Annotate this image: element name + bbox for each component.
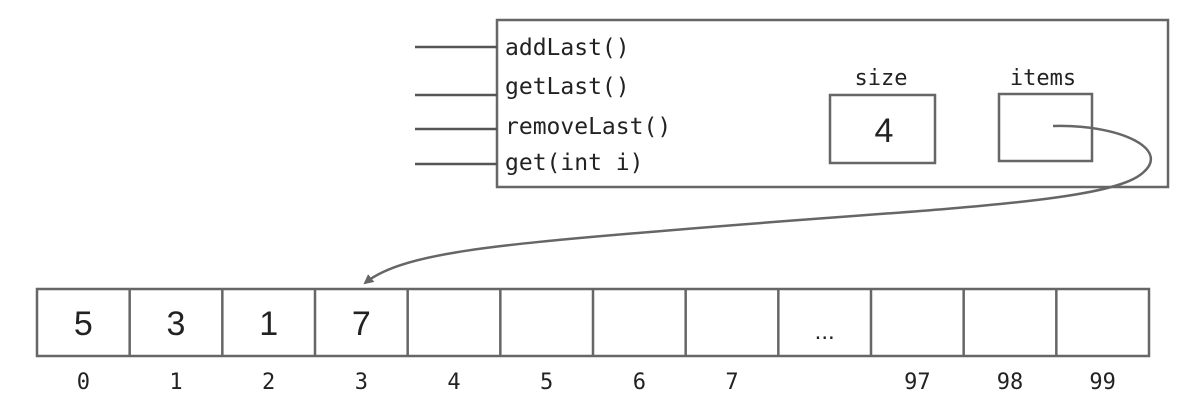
array-index-label: 6 [633, 370, 646, 395]
array: 5 0 3 1 1 2 7 3 4 5 6 7... 97 98 99 [35, 287, 1151, 395]
size-value: 4 [875, 112, 894, 150]
method-getlast: getLast() [505, 74, 630, 100]
size-label: size [855, 66, 908, 91]
array-cell-value: 7 [352, 305, 371, 343]
array-index-label: 5 [540, 370, 553, 395]
items-label: items [1010, 66, 1076, 91]
size-field: size 4 [828, 66, 937, 165]
array-index-label: 7 [725, 370, 738, 395]
array-index-label: 1 [169, 370, 182, 395]
array-index-label: 2 [262, 370, 275, 395]
array-index-label: 3 [355, 370, 368, 395]
method-addlast: addLast() [505, 35, 630, 61]
array-cell-value: ... [815, 318, 835, 345]
array-cell-value: 1 [259, 305, 278, 343]
array-index-label: 97 [904, 370, 931, 395]
array-cell-value: 3 [167, 305, 186, 343]
array-index-label: 4 [447, 370, 460, 395]
method-get: get(int i) [505, 150, 643, 176]
method-list: addLast() getLast() removeLast() get(int… [415, 35, 671, 176]
method-removelast: removeLast() [505, 114, 671, 140]
array-index-label: 99 [1089, 370, 1116, 395]
items-pointer-arrow [363, 124, 1153, 285]
array-cell-value: 5 [74, 305, 93, 343]
array-index-label: 98 [997, 370, 1024, 395]
array-index-label: 0 [77, 370, 90, 395]
